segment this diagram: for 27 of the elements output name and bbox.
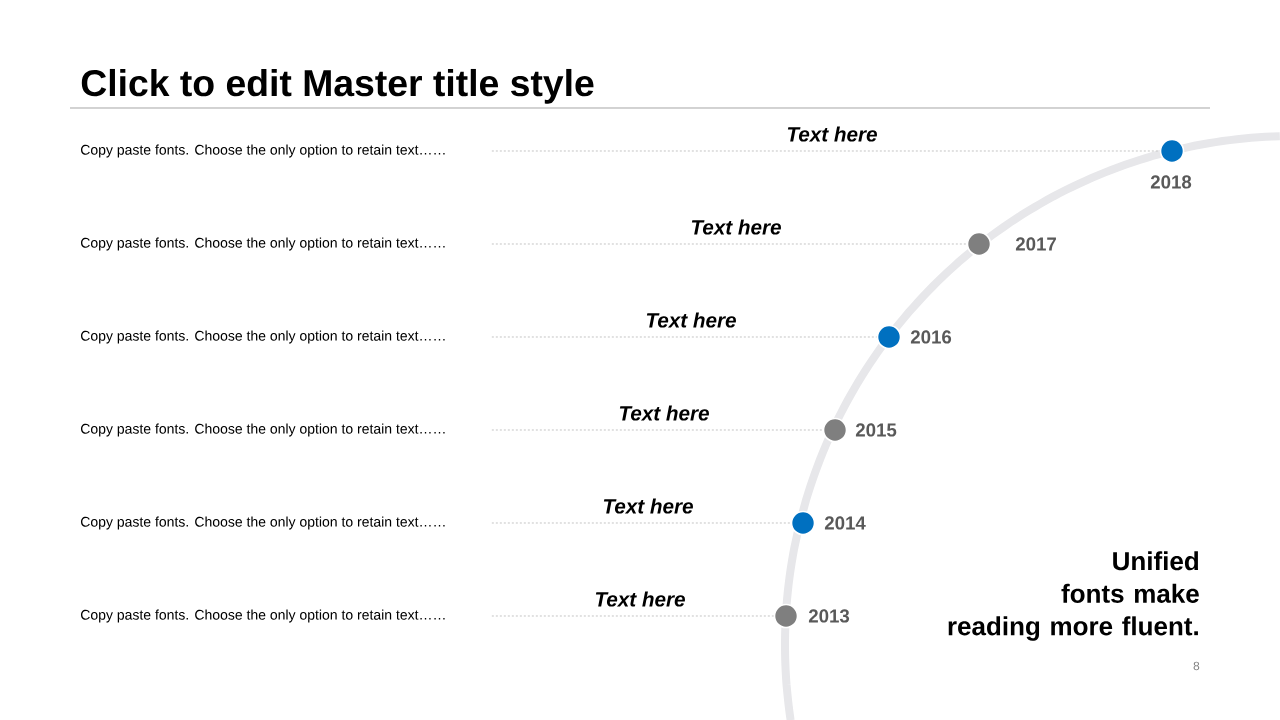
callout-text: Unified fonts make reading more fluent. — [948, 551, 1199, 641]
year-label: 2014 — [824, 516, 866, 530]
timeline-dot — [1159, 138, 1185, 164]
year-label: 2013 — [808, 609, 850, 623]
description-text: Copy paste fonts. Choose the only option to retain text…… — [81, 609, 445, 623]
year-label: 2016 — [910, 330, 952, 344]
timeline-dot — [790, 510, 816, 536]
description-text: Copy paste fonts. Choose the only option to retain text…… — [81, 516, 445, 530]
edge-label: Text here — [644, 311, 738, 329]
description-text: Copy paste fonts. Choose the only option to retain text…… — [81, 144, 445, 158]
timeline-dot — [822, 417, 848, 443]
timeline-dot — [773, 603, 799, 629]
edge-label: Text here — [689, 218, 783, 236]
timeline-dot — [876, 324, 902, 350]
page-number: 8 — [1193, 661, 1200, 671]
title: Click to edit Master title style — [81, 68, 594, 104]
year-label: 2015 — [855, 423, 897, 437]
description-text: Copy paste fonts. Choose the only option to retain text…… — [81, 330, 445, 344]
edge-label: Text here — [593, 590, 687, 608]
year-label: 2017 — [1015, 237, 1056, 251]
description-text: Copy paste fonts. Choose the only option to retain text…… — [81, 423, 445, 437]
description-text: Copy paste fonts. Choose the only option to retain text…… — [81, 237, 445, 251]
year-label: 2018 — [1150, 175, 1192, 189]
timeline-dot — [966, 231, 992, 257]
edge-label: Text here — [601, 497, 695, 515]
edge-label: Text here — [617, 404, 711, 422]
edge-label: Text here — [785, 125, 879, 143]
